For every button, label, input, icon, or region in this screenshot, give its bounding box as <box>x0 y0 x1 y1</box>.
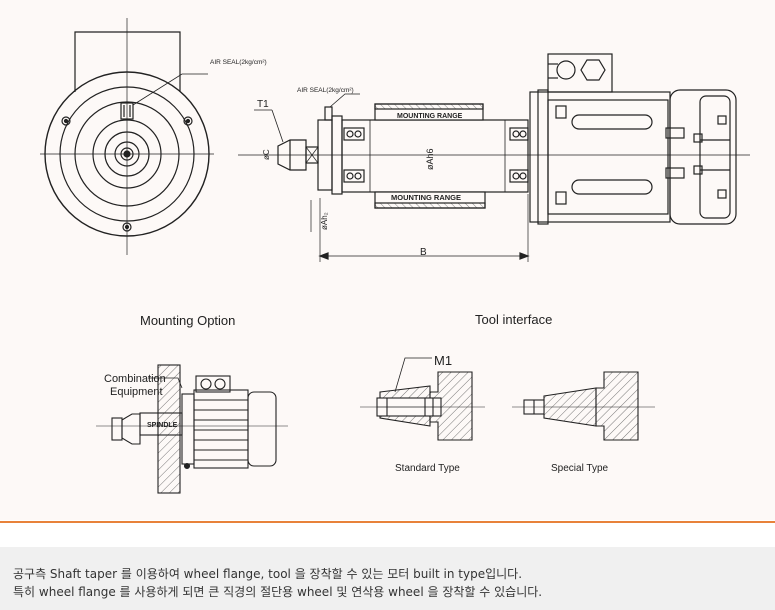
phi-c-label: øC <box>262 149 271 160</box>
combination-label-1: Combination <box>104 373 166 385</box>
phi-ah6-label: øAh6 <box>425 148 435 170</box>
front-view <box>40 18 214 255</box>
side-view <box>238 53 750 262</box>
technical-drawing: AIR SEAL(2kg/cm²) <box>40 18 750 494</box>
tool-interface-title: Tool interface <box>475 312 553 327</box>
motor-body <box>193 389 249 469</box>
junction-box <box>547 53 613 93</box>
special-type-caption: Special Type <box>551 463 609 474</box>
housing-slot-1 <box>571 114 653 130</box>
bolt-right-top <box>509 127 529 141</box>
air-seal-front-label: AIR SEAL(2kg/cm²) <box>210 59 267 66</box>
bolt-left-top <box>343 127 365 141</box>
air-seal-side-label: AIR SEAL(2kg/cm²) <box>297 87 354 94</box>
junction-circle-left <box>556 60 576 80</box>
motor-fan-cover <box>247 391 277 467</box>
bolt-right-bottom <box>509 169 529 183</box>
housing-slot-2 <box>571 179 653 195</box>
special-type-diagram <box>512 371 655 441</box>
section-divider <box>0 521 775 523</box>
junction-hex <box>580 59 606 81</box>
t1-label: T1 <box>257 99 269 110</box>
bolt-left-bottom <box>343 169 365 183</box>
fan-cover <box>669 89 737 225</box>
dimension-b-label: B <box>420 247 427 258</box>
air-seal-leader <box>132 73 208 106</box>
m1-leader <box>394 357 432 393</box>
combination-label-2: Equipment <box>110 386 163 398</box>
m1-label: M1 <box>434 353 452 368</box>
standard-type-diagram <box>360 357 485 441</box>
motor-housing <box>529 91 671 223</box>
bolt-hole-left <box>61 116 71 126</box>
standard-type-caption: Standard Type <box>395 463 460 474</box>
terminal-box-outline <box>74 31 181 92</box>
motor-junction <box>195 375 231 393</box>
mounting-option-title: Mounting Option <box>140 313 236 328</box>
phi-ah2-label: øAh₂ <box>320 212 329 230</box>
mounting-range-bottom-label: MOUNTING RANGE <box>391 193 461 202</box>
air-seal-fitting <box>324 106 333 121</box>
tool-tip <box>111 417 123 441</box>
spindle-label: SPINDLE <box>147 422 178 429</box>
bolt-hole-right <box>183 116 193 126</box>
t1-leader <box>271 109 284 143</box>
description-box: 공구측 Shaft taper 를 이용하여 wheel flange, too… <box>0 547 775 610</box>
mounting-range-top-label: MOUNTING RANGE <box>397 113 463 120</box>
mounting-wall <box>157 364 181 494</box>
mounting-option-diagram <box>96 364 288 494</box>
description-line-1: 공구측 Shaft taper 를 이용하여 wheel flange, too… <box>13 567 523 581</box>
drawing-canvas: AIR SEAL(2kg/cm²) <box>40 18 750 494</box>
air-seal-side-leader <box>329 93 360 108</box>
description-line-2: 특히 wheel flange 를 사용하게 되면 큰 직경의 절단용 whee… <box>13 585 543 599</box>
